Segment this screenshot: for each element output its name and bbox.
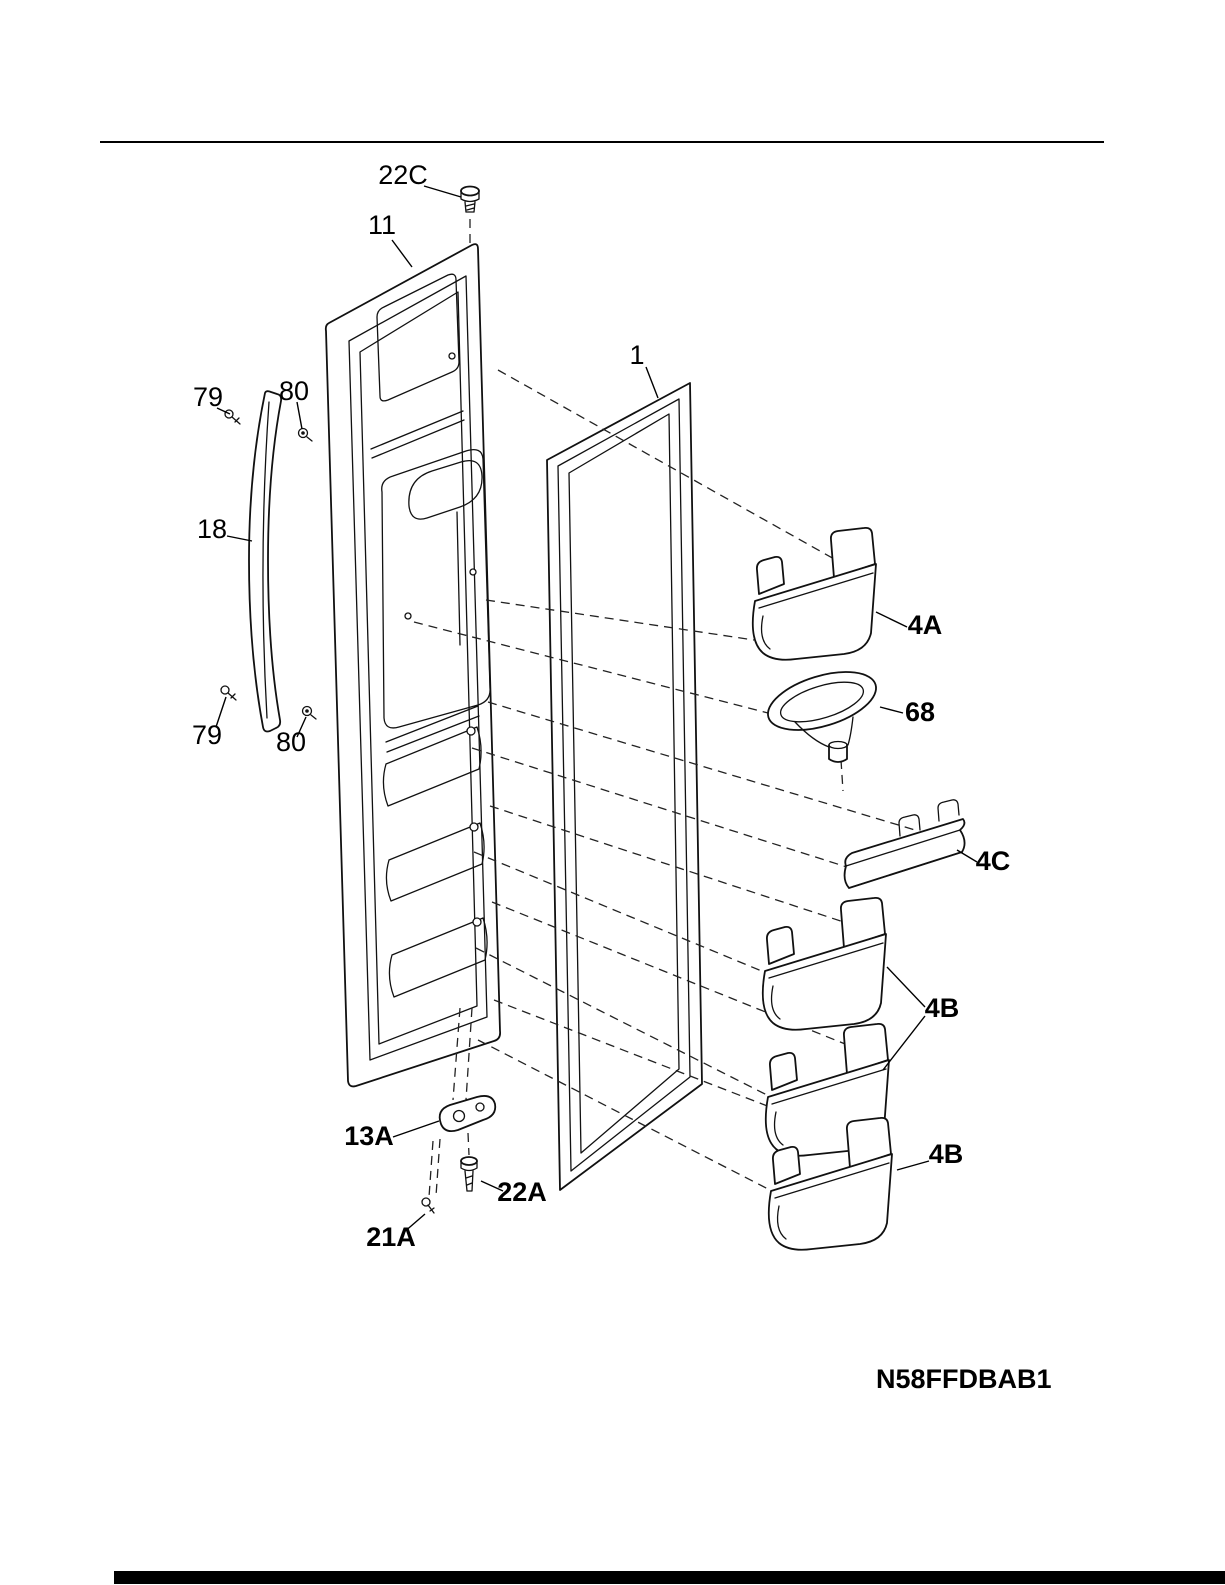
label-1: 1 bbox=[629, 340, 644, 370]
door-front-face bbox=[348, 275, 488, 1061]
label-79-top: 79 bbox=[193, 382, 223, 412]
projection-lines bbox=[413, 219, 916, 1198]
label-80-top: 80 bbox=[279, 376, 309, 406]
label-11: 11 bbox=[368, 210, 396, 240]
door-handle bbox=[248, 390, 283, 733]
door-liner-details bbox=[370, 273, 491, 998]
door-outer-outline bbox=[324, 243, 502, 1088]
door-liner bbox=[359, 291, 478, 1045]
label-4b-upper: 4B bbox=[925, 993, 960, 1023]
screw-21a bbox=[421, 1197, 435, 1214]
gasket-outer bbox=[546, 382, 703, 1191]
label-22a: 22A bbox=[497, 1177, 547, 1207]
screw-22a bbox=[460, 1156, 478, 1192]
door-gasket bbox=[546, 382, 703, 1191]
label-68: 68 bbox=[905, 697, 935, 727]
handle-stud-80-bottom bbox=[301, 705, 317, 720]
gasket-middle bbox=[557, 398, 691, 1172]
handle-inner-line bbox=[262, 401, 270, 719]
label-4a: 4A bbox=[908, 610, 943, 640]
handle-stud-80-top bbox=[297, 427, 313, 442]
label-21a: 21A bbox=[366, 1222, 416, 1252]
handle-screw-79-bottom bbox=[220, 685, 237, 701]
hinge-bracket-13a bbox=[438, 1095, 497, 1133]
freezer-door-panel bbox=[324, 243, 502, 1088]
gasket-inner bbox=[568, 413, 680, 1154]
label-79-bottom: 79 bbox=[192, 720, 222, 750]
door-bin-4b-1 bbox=[761, 896, 887, 1031]
label-4b-lower: 4B bbox=[929, 1139, 964, 1169]
door-shelf-4c bbox=[843, 799, 966, 889]
part-labels: 22C 11 79 80 18 79 80 1 4A 68 4C 4B 4B 1… bbox=[192, 160, 1010, 1252]
model-number: N58FFDBAB1 bbox=[876, 1364, 1052, 1394]
label-18: 18 bbox=[197, 514, 227, 544]
label-4c: 4C bbox=[976, 846, 1011, 876]
label-80-bottom: 80 bbox=[276, 727, 306, 757]
label-13a: 13A bbox=[344, 1121, 394, 1151]
label-22c: 22C bbox=[378, 160, 428, 190]
handle-blade bbox=[248, 390, 283, 733]
bottom-scan-bar bbox=[114, 1571, 1225, 1584]
shelf-pegs bbox=[404, 352, 482, 927]
leader-lines bbox=[215, 185, 978, 1234]
funnel-68 bbox=[767, 671, 877, 763]
screw-22c bbox=[460, 185, 480, 213]
